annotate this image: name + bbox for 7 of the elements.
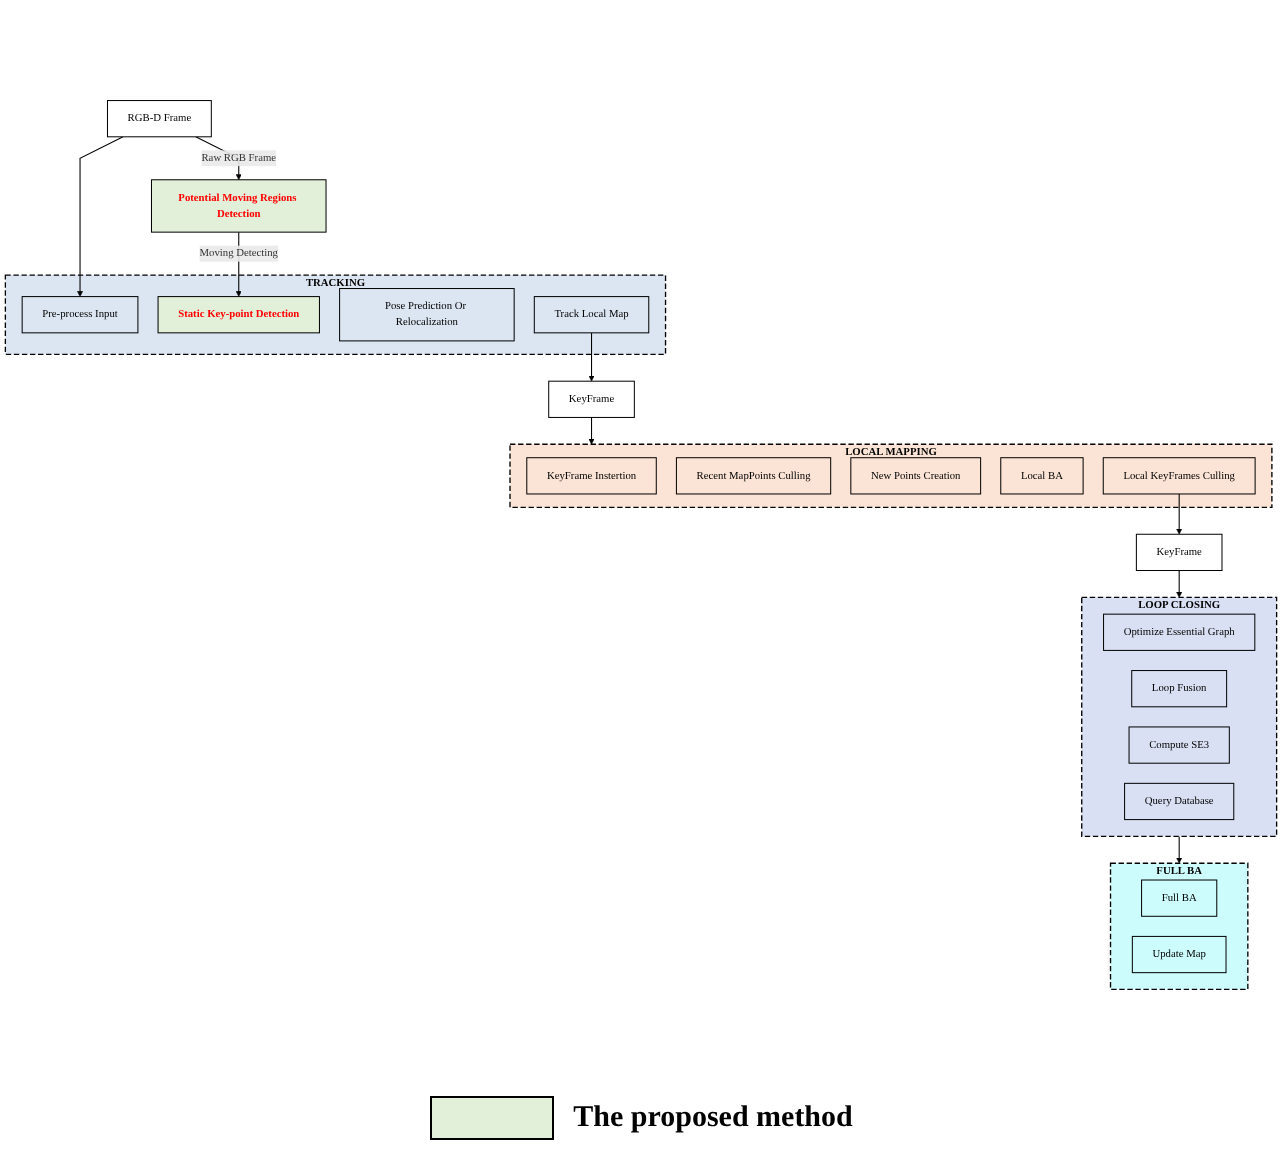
arrow bbox=[77, 136, 124, 297]
legend-label: The proposed method bbox=[573, 1101, 853, 1135]
arrow bbox=[1176, 569, 1183, 598]
arrow bbox=[588, 416, 595, 445]
arrow bbox=[1176, 493, 1183, 535]
arrow bbox=[1176, 835, 1183, 864]
arrow bbox=[588, 332, 595, 382]
